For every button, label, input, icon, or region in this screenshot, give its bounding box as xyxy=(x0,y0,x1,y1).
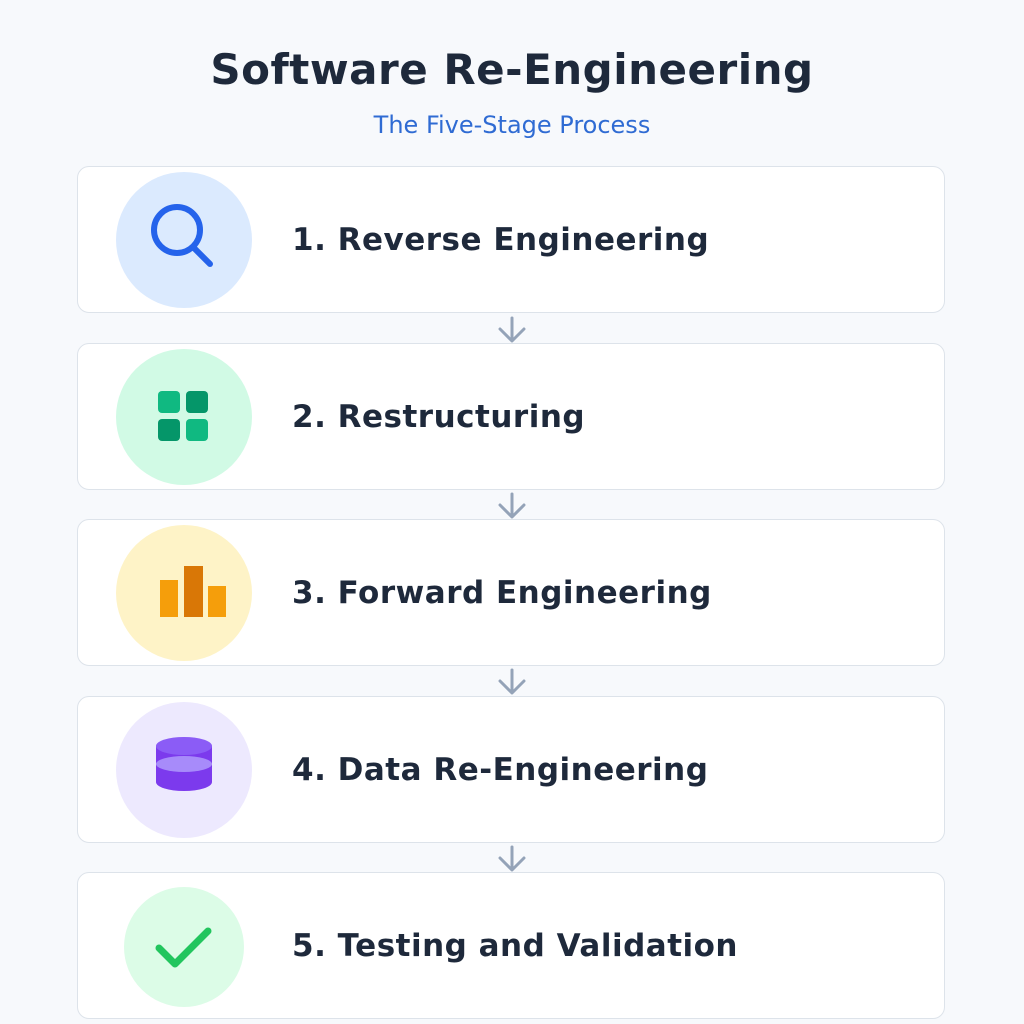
stage-icon-circle xyxy=(116,702,252,838)
stage-label: 1. Reverse Engineering xyxy=(292,222,710,258)
stage-card-forward-engineering: 3. Forward Engineering xyxy=(77,519,945,666)
down-arrow-icon xyxy=(498,316,526,343)
stage-card-restructuring: 2. Restructuring xyxy=(77,343,945,490)
stage-label: 2. Restructuring xyxy=(292,399,586,435)
stage-label: 5. Testing and Validation xyxy=(292,928,739,964)
down-arrow-icon xyxy=(498,668,526,695)
stage-card-data-re-engineering: 4. Data Re-Engineering xyxy=(77,696,945,843)
stage-card-reverse-engineering: 1. Reverse Engineering xyxy=(77,166,945,313)
bar-chart-icon xyxy=(160,566,226,617)
checkmark-icon xyxy=(155,927,212,968)
database-icon xyxy=(156,737,212,791)
stage-icon-circle xyxy=(116,525,252,661)
stage-icon-circle xyxy=(124,887,244,1007)
stage-label: 4. Data Re-Engineering xyxy=(292,752,709,788)
diagram-subtitle: The Five-Stage Process xyxy=(373,111,651,139)
stage-label: 3. Forward Engineering xyxy=(292,575,712,611)
down-arrow-icon xyxy=(498,845,526,872)
grid-icon xyxy=(158,391,208,441)
down-arrow-icon xyxy=(498,492,526,519)
diagram-title: Software Re-Engineering xyxy=(210,45,814,94)
magnifier-icon xyxy=(151,204,213,267)
stage-icon-circle xyxy=(116,172,252,308)
stage-icon-circle xyxy=(116,349,252,485)
stage-card-testing-and-validation: 5. Testing and Validation xyxy=(77,872,945,1019)
